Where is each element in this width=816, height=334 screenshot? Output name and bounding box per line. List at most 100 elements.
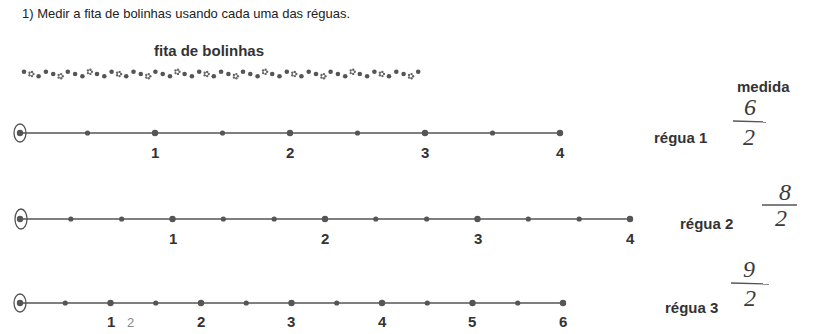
ribbon-dot xyxy=(379,71,385,78)
ruler-number: 3 xyxy=(421,145,429,160)
ribbon-dot xyxy=(241,70,246,75)
ribbon-dot xyxy=(291,71,297,78)
ruler-mark xyxy=(85,130,90,135)
ribbon-dot xyxy=(160,72,165,77)
ruler-mark xyxy=(474,216,480,222)
ruler-mark xyxy=(244,300,249,305)
fraction-bar xyxy=(733,121,766,122)
ribbon-dot xyxy=(190,74,195,79)
ruler-mark xyxy=(373,216,378,221)
ribbon-dot xyxy=(58,73,64,80)
ruler-number: 2 xyxy=(197,314,205,329)
ribbon-dot xyxy=(277,74,282,79)
ribbon-dot xyxy=(145,73,151,80)
ruler-name: régua 3 xyxy=(665,300,718,315)
ribbon-dot xyxy=(212,74,217,79)
ruler-number: 4 xyxy=(556,145,564,160)
ribbon-dot xyxy=(343,74,348,79)
ribbon-dot xyxy=(168,74,173,79)
ruler-mark xyxy=(107,300,113,306)
ribbon-dot xyxy=(44,70,49,75)
ribbon-dot xyxy=(109,70,114,75)
handwritten-digit: 8 xyxy=(779,180,791,204)
ruler-mark xyxy=(152,130,158,136)
ribbon-dot xyxy=(320,73,326,80)
ribbon-dot xyxy=(358,72,363,77)
ruler-mark xyxy=(560,300,566,306)
ribbon-dot xyxy=(416,70,421,75)
ribbon-dot xyxy=(226,72,231,77)
handwritten-digit: 6 xyxy=(744,95,756,119)
ruler-name: régua 1 xyxy=(654,130,707,145)
pencil-circle xyxy=(14,124,26,142)
ruler-mark xyxy=(272,216,277,221)
rulers xyxy=(17,130,633,306)
exercise-title: 1) Medir a fita de bolinhas usando cada … xyxy=(22,7,350,20)
ruler-number: 2 xyxy=(321,231,329,246)
ruler-number: 4 xyxy=(378,314,386,329)
ribbon-dot xyxy=(22,70,27,75)
pencil-circle xyxy=(14,294,26,312)
ribbon-dot xyxy=(73,72,78,77)
ribbon-dot xyxy=(270,72,275,77)
ribbon-dot xyxy=(95,72,100,77)
ribbon-dot xyxy=(255,74,260,79)
ribbon-dot xyxy=(394,70,399,75)
ruler-number: 2 xyxy=(286,145,294,160)
ruler-number: 5 xyxy=(468,314,476,329)
ruler-mark xyxy=(220,130,225,135)
ribbon-dot xyxy=(102,74,107,79)
ruler-mark xyxy=(221,216,226,221)
ribbon-dot xyxy=(248,72,253,77)
ruler-mark xyxy=(424,216,429,221)
ruler-number: 4 xyxy=(626,231,634,246)
ruler-number: 1 xyxy=(151,145,159,160)
pencil-circle xyxy=(15,209,27,229)
ruler-mark xyxy=(526,216,531,221)
ribbon-dot xyxy=(182,72,187,77)
ribbon-dot xyxy=(124,74,129,79)
ribbon-dot xyxy=(36,74,41,79)
ruler-mark xyxy=(422,130,428,136)
ribbon-dot xyxy=(306,70,311,75)
ruler-mark xyxy=(119,216,124,221)
ruler-number: 1 xyxy=(107,314,115,329)
ruler-mark xyxy=(17,130,23,136)
ruler-mark xyxy=(577,216,582,221)
ruler-number: 3 xyxy=(287,314,295,329)
ribbon-dot xyxy=(262,69,268,76)
ruler-mark xyxy=(288,300,294,306)
ruler-mark xyxy=(355,130,360,135)
ribbon-dot xyxy=(51,72,56,77)
ruler-mark xyxy=(515,300,520,305)
ribbon-dot xyxy=(285,70,290,75)
fraction-bar xyxy=(731,283,769,284)
ribbon-dot xyxy=(131,70,136,75)
handwritten-digit: 9 xyxy=(743,257,755,281)
ruler-mark xyxy=(17,216,23,222)
ruler-mark xyxy=(198,300,204,306)
ribbon-dot xyxy=(372,70,377,75)
ribbon-dot xyxy=(387,74,392,79)
column-header: medida xyxy=(737,79,790,94)
ribbon-dot xyxy=(139,72,144,77)
ruler-mark xyxy=(68,216,73,221)
ruler-mark xyxy=(169,216,175,222)
ribbon-dot xyxy=(233,73,239,80)
ruler-mark xyxy=(425,300,430,305)
dot-ribbon xyxy=(22,69,421,80)
ruler-mark xyxy=(17,300,23,306)
ruler-mark xyxy=(63,300,68,305)
ribbon-dot xyxy=(314,72,319,77)
ruler-mark xyxy=(627,216,633,222)
ruler-name: régua 2 xyxy=(680,216,733,231)
ruler-number: 6 xyxy=(559,314,567,329)
ribbon-dot xyxy=(365,74,370,79)
ruler-number: 3 xyxy=(474,231,482,246)
pencil-mark: 2 xyxy=(127,316,134,329)
ribbon-dot xyxy=(153,70,158,75)
ribbon-dot xyxy=(328,70,333,75)
ribbon-dot xyxy=(66,70,71,75)
